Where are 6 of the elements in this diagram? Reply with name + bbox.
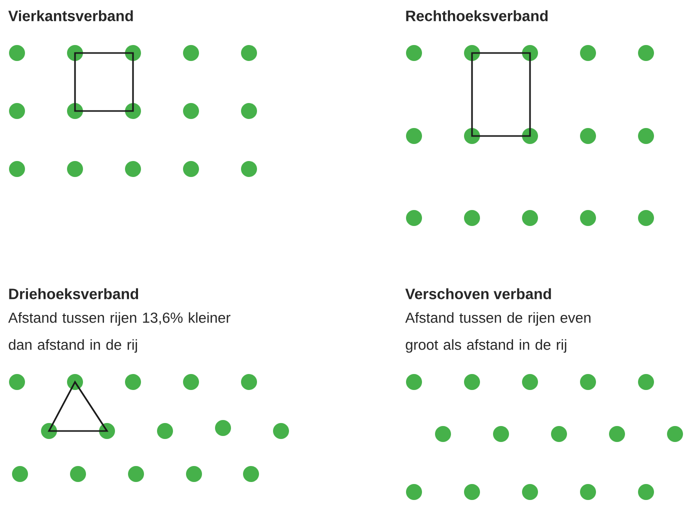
heading: Vierkantsverband (8, 10, 133, 22)
heading: Rechthoeksverband (406, 10, 548, 22)
heading: Verschoven verband (405, 288, 551, 300)
description-text: Afstand tussen de rijen even groot als afstand in de rij (405, 312, 590, 353)
heading: Driehoeksverband (9, 288, 138, 300)
description-text: Afstand tussen rijen 13,6% kleiner dan afstand in de rij (8, 312, 230, 353)
